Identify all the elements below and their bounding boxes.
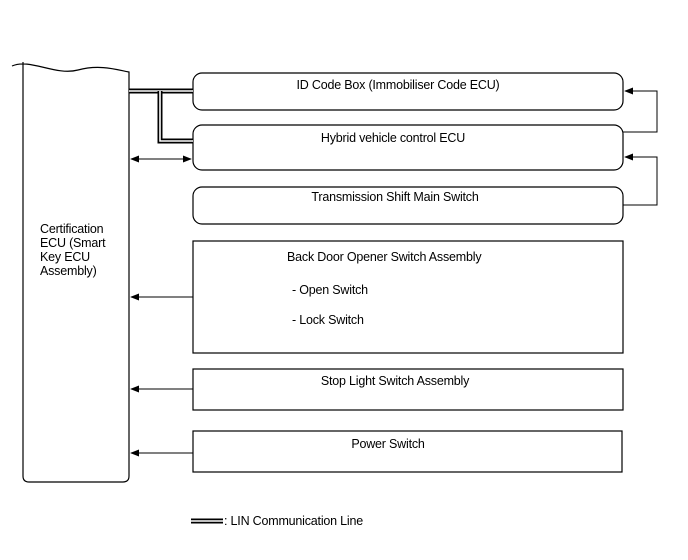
back-door-item-open: - Open Switch bbox=[292, 283, 368, 297]
certification-ecu-label-line: Certification bbox=[40, 222, 104, 236]
certification-ecu-label-line: ECU (Smart bbox=[40, 236, 106, 250]
power-switch-label: Power Switch bbox=[351, 437, 425, 451]
arrow-hybrid-to-id-code-box bbox=[623, 87, 658, 133]
lin-communication-line bbox=[129, 88, 193, 144]
id-code-box-label: ID Code Box (Immobiliser Code ECU) bbox=[296, 78, 500, 92]
legend-label: : LIN Communication Line bbox=[224, 514, 364, 528]
certification-ecu-label-line: Assembly) bbox=[40, 264, 97, 278]
stop-light-label: Stop Light Switch Assembly bbox=[320, 374, 470, 388]
certification-ecu-label: Certification ECU (Smart Key ECU Assembl… bbox=[40, 222, 120, 278]
shift-switch-label: Transmission Shift Main Switch bbox=[311, 190, 479, 204]
hybrid-ecu-frame bbox=[192, 124, 624, 171]
arrow-shift-to-hybrid bbox=[623, 153, 658, 206]
certification-ecu-label-line: Key ECU bbox=[40, 250, 91, 264]
hybrid-ecu-label: Hybrid vehicle control ECU bbox=[320, 131, 466, 145]
power-switch-frame bbox=[192, 430, 623, 473]
certification-ecu-box bbox=[11, 62, 130, 483]
back-door-item-lock: - Lock Switch bbox=[292, 313, 364, 327]
back-door-label: Back Door Opener Switch Assembly bbox=[287, 250, 482, 264]
